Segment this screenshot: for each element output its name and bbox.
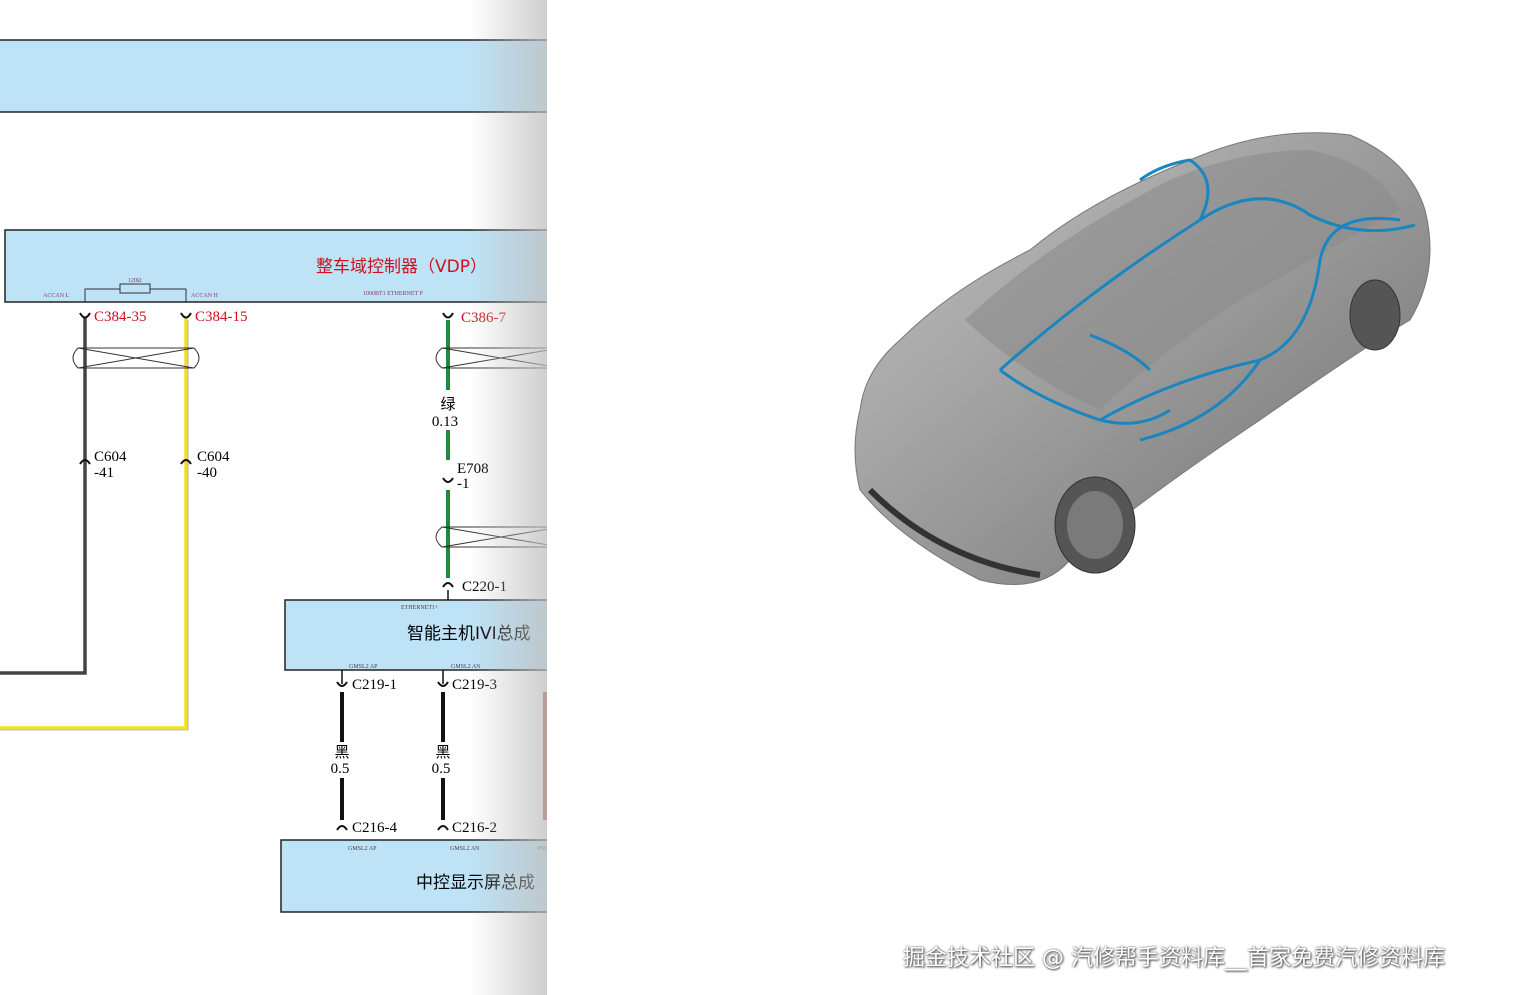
connector-e708-pin: -1	[457, 476, 470, 492]
vehicle-harness-render	[854, 132, 1431, 585]
connector-c604-41: C604	[94, 449, 127, 465]
wiring-diagram-panel: 整车域控制器（VDP） ACCAN L ACCAN H 1000BT1 ETHE…	[0, 0, 547, 995]
pin-ethernet-p: 1000BT1 ETHERNET P	[363, 291, 424, 297]
connector-c219-3: C219-3	[452, 677, 497, 693]
connector-c384-35: C384-35	[94, 309, 147, 325]
front-grille	[867, 487, 1041, 578]
twisted-pair-symbol	[72, 347, 547, 548]
termination-resistor-wire	[84, 288, 187, 302]
wire-green-color: 绿	[440, 395, 455, 413]
connector-c604-40-pin: -40	[197, 465, 217, 481]
wire-black1-color: 黑	[334, 743, 349, 761]
pin-display-gmsl-an: GMSL2 AN	[450, 846, 480, 852]
pin-accan-l: ACCAN L	[43, 293, 70, 299]
ivi-title: 智能主机IVI总成	[407, 624, 531, 644]
wire-black2-size: 0.5	[432, 761, 451, 777]
wiring-diagram: 整车域控制器（VDP） ACCAN L ACCAN H 1000BT1 ETHE…	[0, 39, 547, 913]
pin-ethernet1: ETHERNET1+	[401, 605, 439, 611]
pin-display-gmsl-ap: GMSL2 AP	[348, 846, 377, 852]
connector-c384-15: C384-15	[195, 309, 248, 325]
car-roof-glass	[965, 150, 1400, 410]
connector-c604-40: C604	[197, 449, 230, 465]
connector-c216-4: C216-4	[352, 820, 398, 836]
wire-black1-size: 0.5	[331, 761, 350, 777]
connector-c386-7: C386-7	[461, 310, 507, 326]
top-module-box	[0, 39, 547, 113]
wiring-harness	[999, 158, 1416, 442]
connector-c220-1: C220-1	[462, 579, 507, 595]
connector-c216-2: C216-2	[452, 820, 497, 836]
connector-e708: E708	[457, 461, 489, 477]
resistor-value: 120Ω	[128, 278, 142, 284]
wire-black2-color: 黑	[435, 743, 450, 761]
rear-wheel	[1349, 279, 1401, 351]
connector-c604-41-pin: -41	[94, 465, 114, 481]
wire-gray-accan-l	[0, 318, 87, 675]
pin-display-pwr: PW	[538, 846, 547, 852]
watermark: 掘金技术社区 @ 汽修帮手资料库__首家免费汽修资料库	[903, 946, 1445, 971]
connector-symbols	[79, 312, 454, 831]
vdp-module-box	[4, 229, 547, 303]
vdp-title: 整车域控制器（VDP）	[316, 257, 487, 277]
display-title: 中控显示屏总成	[416, 873, 535, 893]
pin-ivi-gmsl-ap: GMSL2 AP	[349, 664, 378, 670]
wire-green-size: 0.13	[432, 414, 458, 430]
wire-yellow-accan-h	[0, 318, 188, 730]
pin-accan-h: ACCAN H	[191, 293, 219, 299]
pin-ivi-gmsl-an: GMSL2 AN	[451, 664, 481, 670]
resistor-symbol	[119, 283, 151, 294]
connector-c219-1: C219-1	[352, 677, 397, 693]
